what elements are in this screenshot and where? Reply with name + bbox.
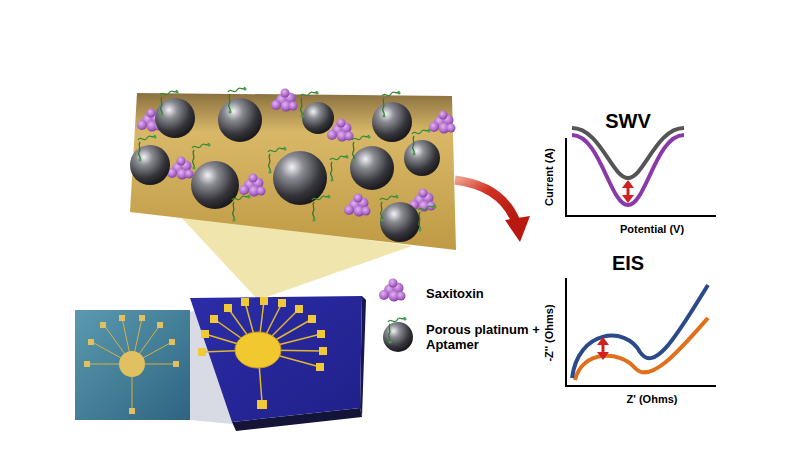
- illustration-part: [100, 322, 106, 328]
- illustration-part: [119, 351, 145, 377]
- illustration-part: [119, 315, 125, 321]
- chip-traces: [202, 301, 323, 402]
- illustration-part: [169, 339, 175, 345]
- illustration-part: [352, 135, 371, 162]
- illustration-part: [139, 315, 145, 321]
- illustration-part: [316, 363, 324, 371]
- illustration-part: [173, 361, 179, 367]
- illustration-part: [317, 330, 325, 338]
- chip-pads: [198, 297, 327, 409]
- surface-particles: [130, 87, 456, 242]
- chart-title: EIS: [612, 252, 644, 275]
- chart-title: SWV: [605, 110, 651, 133]
- illustration-part: [155, 98, 195, 138]
- illustration-part: [241, 298, 249, 306]
- illustration-part: [418, 205, 437, 232]
- illustration-part: [191, 161, 239, 209]
- swv-axes: [566, 138, 716, 216]
- illustration-part: [319, 347, 327, 355]
- flow-arrowhead: [505, 216, 530, 242]
- illustration-part: [308, 315, 316, 323]
- eis-axes: [566, 278, 716, 386]
- eis-delta-head: [597, 337, 609, 345]
- photo-pads: [84, 315, 179, 414]
- illustration-part: [129, 408, 135, 414]
- illustration-part: [84, 361, 90, 367]
- eis-curve-orange: [575, 318, 708, 380]
- eis-curve-blue: [572, 285, 708, 378]
- axis-label: Current (A): [543, 148, 556, 206]
- illustration-part: [210, 315, 218, 323]
- chip-photo: [75, 310, 190, 420]
- illustration-part: [218, 98, 262, 142]
- legend-text: Porous platinum + Aptamer: [426, 323, 544, 353]
- working-electrode: [235, 332, 281, 368]
- illustration-part: [271, 89, 298, 112]
- saxitoxin-sample: [379, 279, 406, 302]
- illustration-part: [350, 146, 394, 190]
- illustration-part: [380, 195, 399, 222]
- illustration-part: [157, 322, 163, 328]
- illustration-part: [382, 91, 401, 118]
- axis-label: Z' (Ohms): [627, 393, 678, 406]
- illustration-part: [260, 297, 268, 305]
- eis-delta-head: [597, 352, 609, 360]
- illustration-part: [380, 202, 420, 242]
- illustration-part: [198, 348, 206, 356]
- illustration-part: [224, 304, 232, 312]
- illustration-part: [88, 339, 94, 345]
- illustration-part: [167, 157, 194, 180]
- illustration-part: [302, 102, 334, 134]
- illustration-part: [412, 129, 431, 156]
- photo-traces: [88, 318, 176, 410]
- illustration-part: [300, 91, 319, 118]
- illustration-part: [257, 400, 267, 409]
- chip-face: [190, 296, 362, 422]
- electrode-surface: [130, 93, 456, 250]
- illustration-part: [278, 299, 286, 307]
- illustration-part: [130, 145, 170, 185]
- swv-delta-head: [622, 195, 634, 203]
- illustration-part: [239, 174, 266, 197]
- swv-curve-grey: [572, 128, 684, 178]
- illustration-part: [404, 140, 440, 176]
- illustration-part: [268, 147, 287, 174]
- illustration-part: [228, 87, 247, 114]
- illustration-part: [312, 195, 331, 222]
- swv-delta-head: [622, 180, 634, 188]
- illustration-part: [344, 194, 371, 217]
- illustration-part: [192, 143, 211, 170]
- illustration-part: [201, 330, 209, 338]
- illustration-part: [138, 135, 157, 162]
- platinum-sample: [383, 322, 413, 352]
- illustration-part: [330, 155, 349, 182]
- swv-curve-purple: [572, 135, 684, 205]
- illustration-part: [295, 305, 303, 313]
- illustration-part: [429, 111, 456, 134]
- flow-arrow: [455, 180, 516, 222]
- illustration-part: [273, 151, 327, 205]
- legend-text: Saxitoxin: [426, 287, 484, 302]
- illustration-part: [372, 102, 412, 142]
- axis-label: -Z'' (Ohms): [543, 304, 556, 361]
- illustration-part: [160, 90, 179, 117]
- illustration-part: [232, 195, 251, 222]
- aptamer-sample: [388, 317, 407, 344]
- axis-label: Potential (V): [620, 223, 684, 236]
